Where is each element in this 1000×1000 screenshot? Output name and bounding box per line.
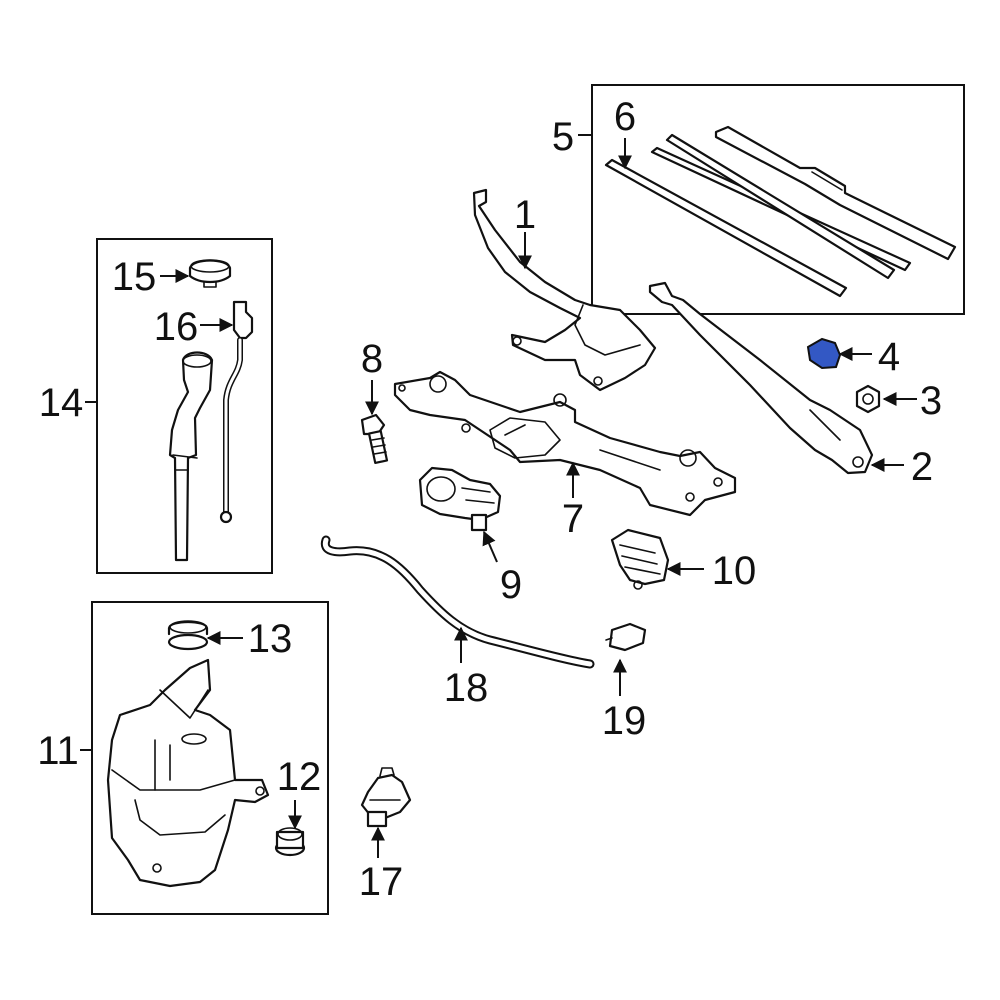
arm-nut[interactable]	[855, 384, 881, 414]
callout-11: 11	[37, 729, 79, 773]
callout-2: 2	[911, 445, 933, 489]
pivot-cap[interactable]	[806, 337, 842, 370]
leader-lines	[80, 134, 917, 858]
washer-reservoir[interactable]	[106, 658, 270, 888]
wiper-arm-driver[interactable]	[472, 188, 657, 392]
callout-4: 4	[878, 335, 900, 379]
callout-9: 9	[500, 563, 522, 607]
callout-17: 17	[359, 860, 404, 904]
callout-18: 18	[444, 666, 489, 710]
callout-13: 13	[248, 617, 293, 661]
callout-15: 15	[112, 255, 157, 299]
wiper-blade-assembly[interactable]	[714, 125, 957, 261]
filler-group-box	[96, 238, 273, 574]
callout-16: 16	[154, 305, 199, 349]
reservoir-group-box	[91, 601, 329, 915]
callout-19: 19	[602, 699, 647, 743]
callout-1: 1	[514, 193, 536, 237]
wiper-arm-passenger[interactable]	[648, 281, 874, 475]
level-sensor[interactable]	[219, 300, 254, 524]
callout-7: 7	[562, 497, 584, 541]
filler-neck[interactable]	[168, 351, 214, 562]
washer-cap[interactable]	[188, 259, 232, 288]
washer-pump[interactable]	[360, 767, 412, 828]
callout-12: 12	[277, 755, 322, 799]
wiper-linkage[interactable]	[393, 370, 737, 517]
callout-10: 10	[712, 549, 757, 593]
washer-hose[interactable]	[320, 535, 595, 669]
callout-8: 8	[361, 337, 383, 381]
reservoir-grommet[interactable]	[274, 827, 306, 857]
wiper-motor[interactable]	[418, 466, 502, 532]
motor-bracket[interactable]	[610, 528, 670, 590]
callout-6: 6	[614, 95, 636, 139]
wiper-blade-insert[interactable]	[604, 133, 912, 298]
reservoir-seal[interactable]	[167, 620, 209, 651]
mounting-bolt[interactable]	[360, 413, 389, 465]
callout-3: 3	[920, 379, 942, 423]
callout-numbers: 1 2 3 4 5 6 7 8 9 10 11 12 13 14 15 16 1…	[37, 95, 942, 904]
washer-nozzle[interactable]	[605, 622, 647, 652]
callout-14: 14	[39, 381, 84, 425]
blade-group-box	[591, 84, 965, 315]
callout-5: 5	[552, 115, 574, 159]
